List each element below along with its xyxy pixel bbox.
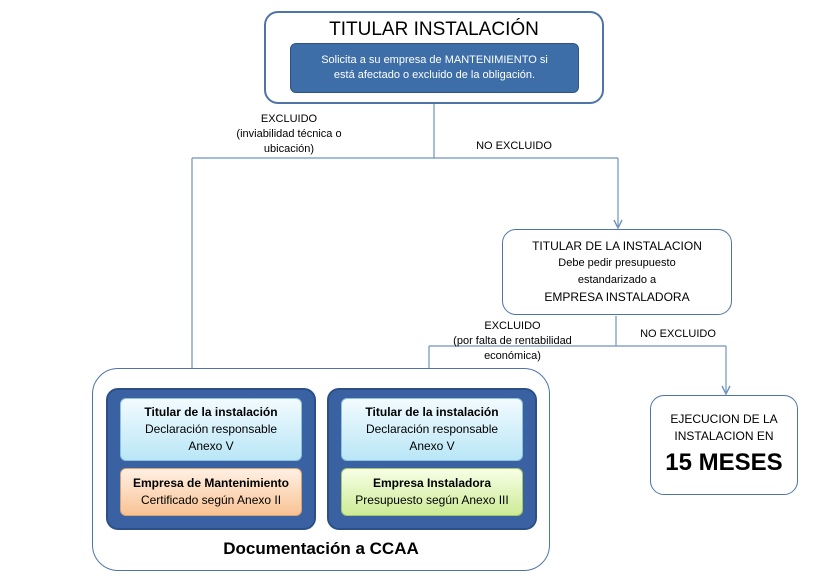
left-titular-line-1: Declaración responsable — [144, 422, 278, 436]
titular-debe-pedir-line-4: EMPRESA INSTALADORA — [544, 290, 690, 304]
documentacion-ccaa-caption: Documentación a CCAA — [223, 539, 419, 558]
titular-instalacion-box: TITULAR INSTALACIÓN Solicita a su empres… — [264, 11, 604, 104]
excluido-label-2-line-1: EXCLUIDO — [484, 320, 541, 332]
right-instaladora-line-1: Presupuesto según Anexo III — [355, 493, 509, 507]
right-titular-line-2: Anexo V — [409, 439, 455, 453]
titular-instalacion-title: TITULAR INSTALACIÓN — [329, 19, 539, 40]
right-instaladora-card: Empresa Instaladora Presupuesto según An… — [341, 468, 523, 516]
left-titular-card: Titular de la instalación Declaración re… — [120, 398, 302, 461]
solicita-mantenimiento-box: Solicita a su empresa de MANTENIMIENTO s… — [290, 43, 579, 93]
right-instaladora-title: Empresa Instaladora — [372, 476, 492, 490]
left-titular-title: Titular de la instalación — [144, 405, 278, 419]
left-mantenimiento-card: Empresa de Mantenimiento Certificado seg… — [120, 468, 302, 516]
left-mantenimiento-line-1: Certificado según Anexo II — [140, 493, 282, 507]
left-mantenimiento-title: Empresa de Mantenimiento — [132, 476, 290, 490]
titular-debe-pedir-line-2: Debe pedir presupuesto — [558, 257, 676, 269]
excluido-label-1-line-1: EXCLUIDO — [260, 113, 318, 125]
docs-group-right: Titular de la instalación Declaración re… — [327, 388, 537, 530]
titular-debe-pedir-line-3: estandarizado a — [577, 274, 657, 286]
left-titular-line-2: Anexo V — [188, 439, 234, 453]
excluido-label-1: EXCLUIDO (inviabilidad técnica o ubicaci… — [209, 112, 369, 157]
docs-group-left: Titular de la instalación Declaración re… — [106, 388, 316, 530]
ejecucion-15-meses: 15 MESES — [665, 449, 783, 476]
excluido-label-2-line-3: económica) — [484, 350, 541, 362]
no-excluido-label-1: NO EXCLUIDO — [476, 140, 552, 152]
right-titular-card: Titular de la instalación Declaración re… — [341, 398, 523, 461]
excluido-label-1-line-3: ubicación) — [263, 143, 315, 155]
excluido-label-1-line-2: (inviabilidad técnica o — [236, 128, 342, 140]
ejecucion-line-2: INSTALACION EN — [674, 429, 774, 443]
excluido-label-2: EXCLUIDO (por falta de rentabilidad econ… — [430, 319, 595, 364]
right-titular-title: Titular de la instalación — [365, 405, 499, 419]
excluido-label-2-line-2: (por falta de rentabilidad — [453, 335, 572, 347]
solicita-line-1: Solicita a su empresa de MANTENIMIENTO s… — [321, 54, 548, 66]
solicita-line-2: está afectado o excluido de la obligació… — [333, 69, 536, 81]
no-excluido-label-2: NO EXCLUIDO — [640, 328, 716, 340]
ejecucion-line-1: EJECUCION DE LA — [670, 412, 778, 426]
titular-debe-pedir-box: TITULAR DE LA INSTALACION Debe pedir pre… — [502, 229, 732, 315]
ejecucion-15-meses-box: EJECUCION DE LA INSTALACION EN 15 MESES — [650, 395, 798, 495]
titular-debe-pedir-line-1: TITULAR DE LA INSTALACION — [532, 239, 702, 253]
right-titular-line-1: Declaración responsable — [365, 422, 499, 436]
